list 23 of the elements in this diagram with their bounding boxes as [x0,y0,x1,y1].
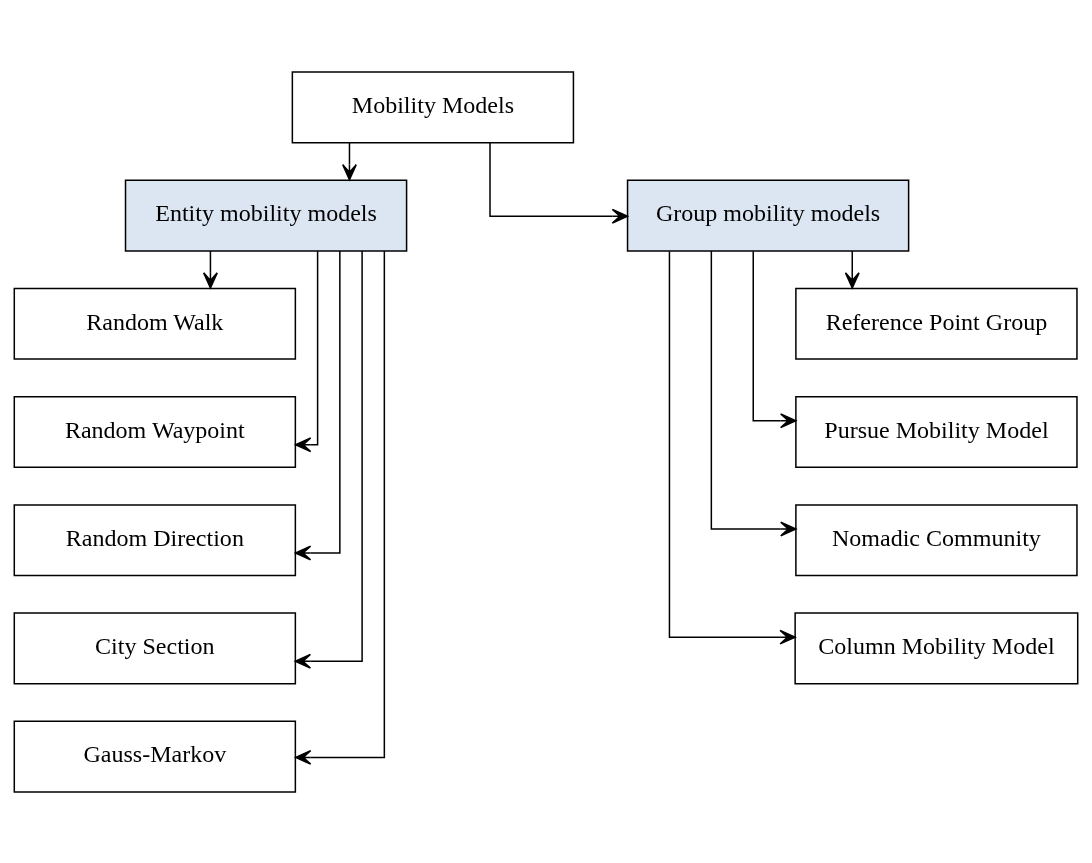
arrow [294,249,363,669]
node-box: Random Walk [13,287,297,360]
arrow [710,249,797,536]
node-box: Mobility Models [291,70,575,143]
node-box: Reference Point Group [795,287,1078,360]
node-box: Nomadic Community [795,503,1078,576]
node-box: Column Mobility Model [794,611,1079,684]
arrow [844,249,860,289]
node-box: Random Waypoint [13,395,297,468]
arrow [294,249,386,765]
node-box: Entity mobility models [124,179,408,252]
node-box: Pursue Mobility Model [795,395,1078,468]
arrow [752,250,797,428]
node-box: City Section [13,611,297,684]
node-box: Random Direction [13,503,297,576]
arrow [341,141,357,180]
arrow [294,249,341,560]
arrow [294,250,319,452]
arrow [202,249,218,289]
arrow [489,141,629,224]
arrow [668,250,796,645]
node-box: Group mobility models [626,179,910,252]
node-box: Gauss-Markov [13,720,297,793]
